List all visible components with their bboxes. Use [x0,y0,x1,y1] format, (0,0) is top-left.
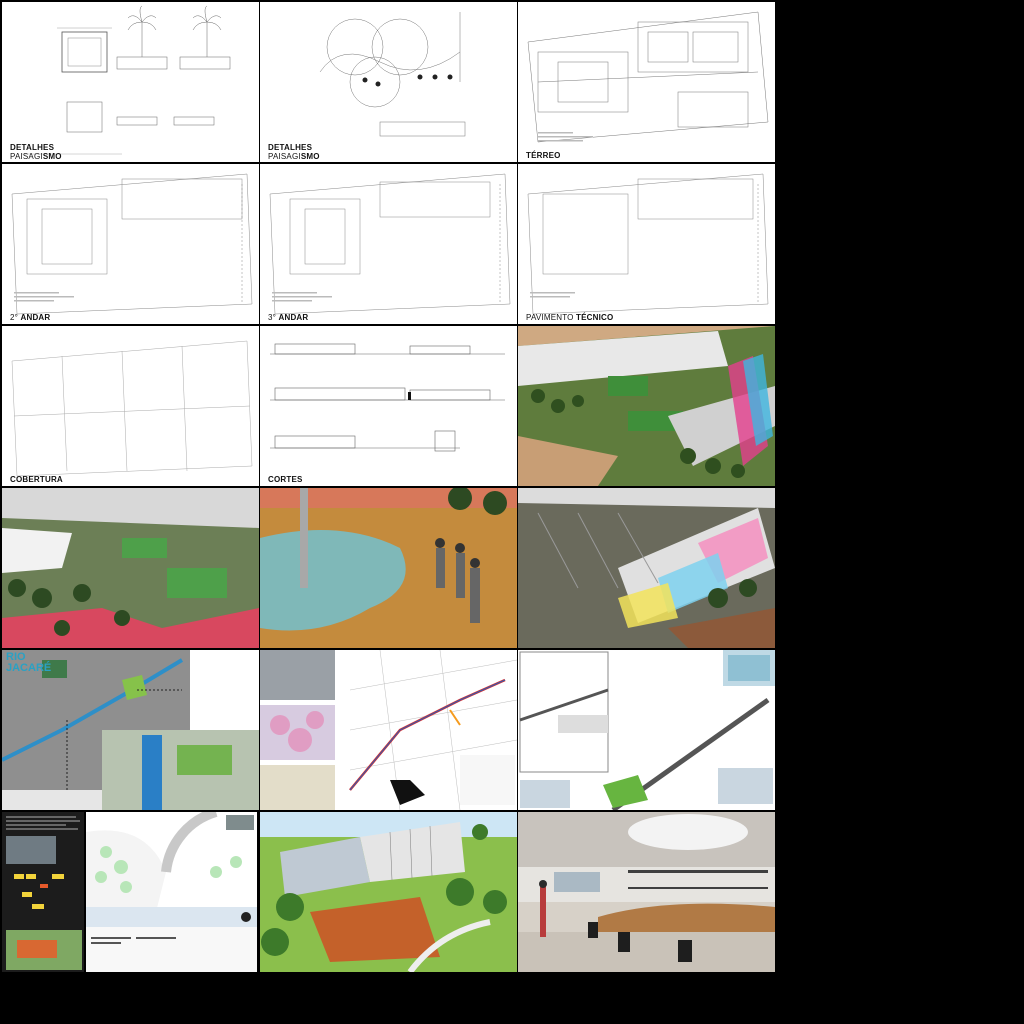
second-floor-plan [11,173,253,315]
river-map-image [2,650,259,810]
map-detail-views[interactable] [518,650,775,810]
section-drawings [270,343,505,452]
sheet-caption: TÉRREO [526,151,561,160]
sheet-andar-3[interactable]: 3° ANDAR [260,164,517,324]
sheet-cobertura[interactable]: COBERTURA [2,326,259,486]
ground-floor-plan [527,11,769,143]
render-pool-people[interactable] [260,488,517,648]
map-route[interactable] [260,650,517,810]
sheet-caption: COBERTURA [10,475,63,484]
sheet-caption: CORTES [268,475,303,484]
render-aerial-view[interactable] [518,326,775,486]
board-dark[interactable] [2,812,84,972]
roof-plan [11,340,253,477]
sheet-andar-2[interactable]: 2° ANDAR [2,164,259,324]
technical-floor-plan [527,173,769,315]
sheet-caption: 2° ANDAR [10,313,51,322]
building-plaza-render-image [260,812,517,972]
site-plan-image [86,812,257,972]
landscape-detail-drawing [22,5,231,155]
sports-courts-render-image [2,488,259,648]
board-site-plan[interactable] [86,812,257,972]
sheet-caption: PAVIMENTO TÉCNICO [526,313,614,322]
roof-structure-render-image [518,488,775,648]
third-floor-plan [269,173,511,315]
sheet-caption: DETALHES PAISAGISMO [10,143,62,161]
aerial-render-image [518,326,775,486]
sheet-cortes[interactable]: CORTES [260,326,517,486]
landscape-detail-drawing [319,12,466,137]
interior-render-image [518,812,775,972]
sheet-pavimento-tecnico[interactable]: PAVIMENTO TÉCNICO [518,164,775,324]
sheet-caption: DETALHES PAISAGISMO [268,143,320,161]
render-sports-courts[interactable] [2,488,259,648]
sheet-detalhes-1[interactable]: DETALHES PAISAGISMO [2,2,259,162]
detail-views-image [518,650,775,810]
render-interior-lounge[interactable] [518,812,775,972]
render-building-plaza[interactable] [260,812,517,972]
sheet-terreo[interactable]: TÉRREO [518,2,775,162]
sheet-detalhes-2[interactable]: DETALHES PAISAGISMO [260,2,517,162]
render-roof-structure[interactable] [518,488,775,648]
dark-board-image [2,812,84,972]
sheet-caption: 3° ANDAR [268,313,309,322]
pool-render-image [260,488,517,648]
route-map-image [260,650,517,810]
